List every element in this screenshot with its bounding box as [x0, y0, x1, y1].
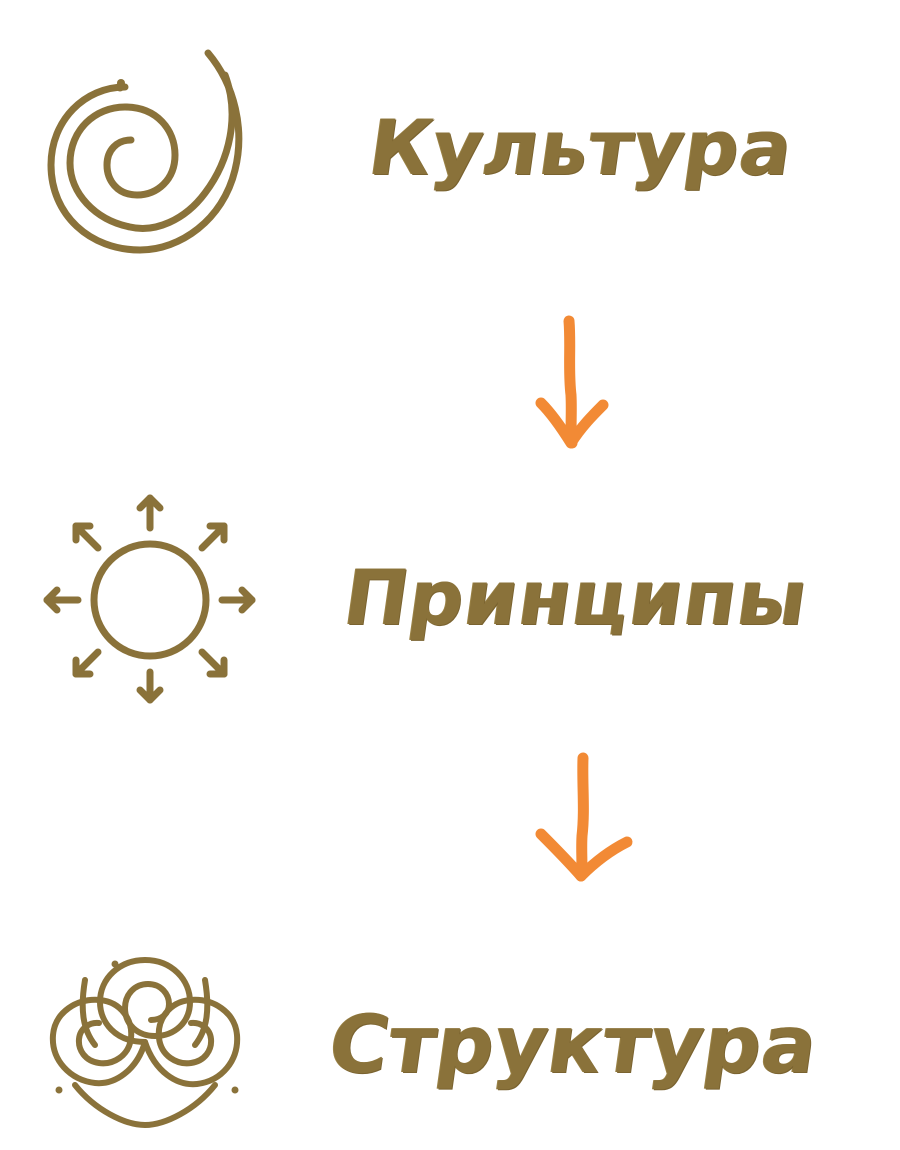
down-arrow-icon [535, 315, 610, 455]
step-label-culture: Культура [363, 103, 799, 192]
step-label-principles: Принципы [338, 553, 814, 642]
triskelion-icon [45, 950, 245, 1145]
sun-icon [40, 492, 260, 712]
step-label-structure: Структура [323, 998, 825, 1091]
down-arrow-icon [535, 752, 635, 887]
spiral-icon [45, 45, 255, 260]
